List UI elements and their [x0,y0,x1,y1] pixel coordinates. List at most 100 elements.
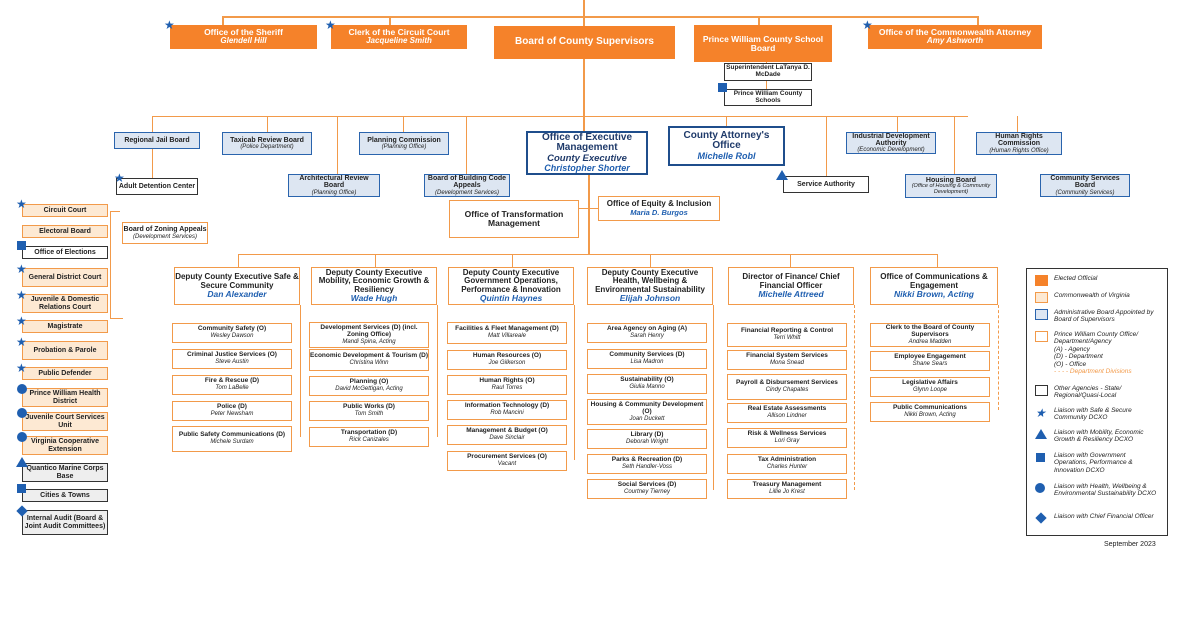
left-quantico-marine[interactable]: Quantico Marine Corps Base [22,463,108,482]
item-name: Treasury Management [752,481,822,489]
left-public-defender[interactable]: Public Defender [22,367,108,380]
board-industrial-development[interactable]: Industrial Development Authority (Econom… [846,132,936,154]
dept-item[interactable]: Sustainability (O)Giulia Manno [587,374,707,394]
adult-detention-center[interactable]: Adult Detention Center [116,178,198,195]
square-icon [17,484,26,493]
dept-item[interactable]: Procurement Services (O)Vacant [447,451,567,471]
star-icon: ★ [16,314,27,328]
county-schools-label: Prince William County Schools [733,89,803,104]
dept-item[interactable]: Housing & Community Development (O)Joan … [587,399,707,425]
dept-head-finance[interactable]: Director of Finance/ Chief Financial Off… [728,267,854,305]
elected-sheriff[interactable]: Office of the Sheriff Glendell Hill [170,25,317,49]
dept-item[interactable]: Economic Development & Tourism (D)Christ… [309,349,429,371]
legend-swatch [1035,309,1048,320]
dept-rail-2 [437,305,438,437]
item-person: Charles Hunter [766,464,808,471]
superintendent-box[interactable]: Superintendent LaTanya D. McDade [724,63,812,81]
board-architectural-review[interactable]: Architectural Review Board (Planning Off… [288,174,380,197]
county-schools-box[interactable]: Prince William County Schools [724,89,812,106]
dept-head-safe-secure[interactable]: Deputy County Executive Safe & Secure Co… [174,267,300,305]
dept-item[interactable]: Public Safety Communications (D)Michele … [172,426,292,452]
county-attorney-office[interactable]: County Attorney's Office Michelle Robl [668,126,785,166]
left-juvenile-court-services[interactable]: Juvenile Court Services Unit [22,412,108,431]
elected-clerk[interactable]: Clerk of the Circuit Court Jacqueline Sm… [331,25,467,49]
dept-item[interactable]: Planning (O)David McGettigan, Acting [309,376,429,396]
dept-item[interactable]: Development Services (D) (incl. Zoning O… [309,322,429,348]
dept-item[interactable]: Clerk to the Board of County Supervisors… [870,323,990,347]
dept-item[interactable]: Management & Budget (O)Dave Sinclair [447,425,567,445]
dept-item[interactable]: Police (D)Peter Newsham [172,401,292,421]
left-label: Circuit Court [43,206,87,214]
dept-item[interactable]: Parks & Recreation (D)Seth Handler-Voss [587,454,707,474]
board-housing[interactable]: Housing Board (Office of Housing & Commu… [905,174,997,198]
left-label: Virginia Cooperative Extension [31,438,99,453]
legend-label: Liaison with Chief Financial Officer [1054,513,1154,520]
dept-head-communications[interactable]: Office of Communications & Engagement Ni… [870,267,998,305]
left-general-district-court[interactable]: General District Court [22,268,108,287]
board-planning-commission[interactable]: Planning Commission (Planning Office) [359,132,449,155]
dept-item[interactable]: Human Resources (O)Joe Gilkerson [447,350,567,370]
board-building-code-appeals[interactable]: Board of Building Code Appeals (Developm… [424,174,510,197]
dept-item[interactable]: Criminal Justice Services (O)Steve Austi… [172,349,292,369]
attorney-name: County Attorney's Office [683,129,770,152]
dept-head-mobility[interactable]: Deputy County Executive Mobility, Econom… [311,267,437,305]
left-internal-audit[interactable]: Internal Audit (Board & Joint Audit Comm… [22,510,108,535]
dept-head-government-ops[interactable]: Deputy County Executive Government Opera… [448,267,574,305]
dept-item[interactable]: Fire & Rescue (D)Tom LaBelle [172,375,292,395]
dept-item[interactable]: Community Safety (O)Wesley Dawson [172,323,292,343]
legend-admin: Administrative Board Appointed by Board … [1035,309,1159,324]
adult-detention-label: Adult Detention Center [118,182,196,190]
left-magistrate[interactable]: Magistrate [22,320,108,333]
elected-commonwealth-attorney[interactable]: Office of the Commonwealth Attorney Amy … [868,25,1042,49]
left-office-of-elections[interactable]: Office of Elections [22,246,108,259]
dept-person: Michelle Attreed [758,288,824,299]
item-person: Andrea Madden [908,338,952,345]
dept-item[interactable]: Area Agency on Aging (A)Sarah Henry [587,323,707,343]
board-sub: (Planning Office) [381,144,427,151]
dept-item[interactable]: Social Services (D)Courtney Tierney [587,479,707,499]
left-juvenile-domestic-court[interactable]: Juvenile & Domestic Relations Court [22,294,108,313]
dept-item[interactable]: Human Rights (O)Raul Torres [447,375,567,395]
dept-item[interactable]: Community Services (D)Lisa Madron [587,349,707,369]
elected-school-board[interactable]: Prince William County School Board [694,25,832,62]
left-probation-parole[interactable]: Probation & Parole [22,341,108,360]
dept-head-health[interactable]: Deputy County Executive Health, Wellbein… [587,267,713,305]
legend-label: (D) - Department [1054,353,1103,361]
board-human-rights-commission[interactable]: Human Rights Commission (Human Rights Of… [976,132,1062,155]
board-zoning-appeals[interactable]: Board of Zoning Appeals (Development Ser… [122,222,208,244]
office-of-executive-management[interactable]: Office of Executive Management County Ex… [526,131,648,175]
left-health-district[interactable]: Prince William Health District [22,388,108,407]
left-electoral-board[interactable]: Electoral Board [22,225,108,238]
board-regional-jail[interactable]: Regional Jail Board [114,132,200,149]
dept-item[interactable]: Facilities & Fleet Management (D)Matt Vi… [447,322,567,344]
dept-item[interactable]: Public Works (D)Tom Smith [309,401,429,421]
office-of-transformation-management[interactable]: Office of Transformation Management [449,200,579,238]
legend-icon: ★ [1035,407,1048,419]
elected-board-of-supervisors[interactable]: Board of County Supervisors [494,26,675,59]
office-of-equity-inclusion[interactable]: Office of Equity & Inclusion Maria D. Bu… [598,196,720,221]
left-circuit-court[interactable]: Circuit Court [22,204,108,217]
dept-item[interactable]: Transportation (D)Rick Canizales [309,427,429,447]
item-person: Terri Whitt [773,335,801,342]
left-cities-towns[interactable]: Cities & Towns [22,489,108,502]
equity-name: Office of Equity & Inclusion [606,199,712,209]
dept-item[interactable]: Information Technology (D)Rob Mancini [447,400,567,420]
item-person: Deborah Wright [625,439,669,446]
left-cooperative-extension[interactable]: Virginia Cooperative Extension [22,436,108,455]
left-label: Magistrate [47,322,83,330]
board-sub: (Community Services) [1055,189,1115,196]
board-taxicab-review[interactable]: Taxicab Review Board (Police Department) [222,132,312,155]
board-community-services[interactable]: Community Services Board (Community Serv… [1040,174,1130,197]
dept-item[interactable]: Library (D)Deborah Wright [587,429,707,449]
service-authority[interactable]: Service Authority [783,176,869,193]
